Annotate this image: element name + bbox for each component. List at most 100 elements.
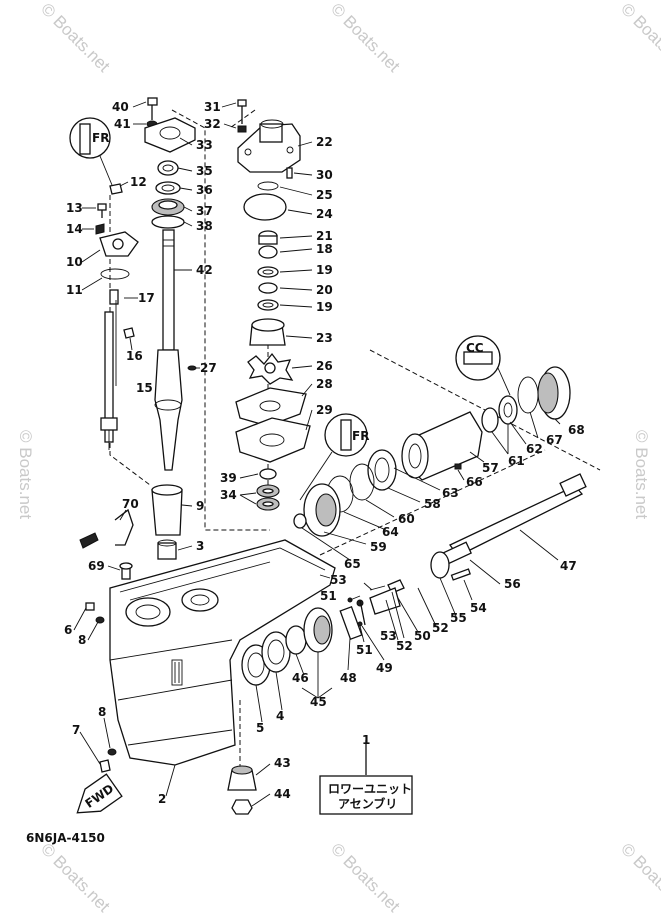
part-label-4: 4	[276, 709, 284, 723]
part-label-61: 61	[508, 454, 525, 468]
part-label-7: 7	[72, 723, 80, 737]
part-label-52b: 52	[432, 621, 449, 635]
watermark: © Boats.net	[37, 839, 114, 913]
watermark: © Boats.net	[632, 430, 651, 519]
hose-group	[79, 508, 134, 580]
part-label-60: 60	[398, 512, 415, 526]
part-label-44: 44	[274, 787, 291, 801]
part-label-19b: 19	[316, 300, 333, 314]
part-label-29: 29	[316, 403, 333, 417]
part-label-24: 24	[316, 207, 333, 221]
watermark: © Boats.net	[327, 0, 404, 76]
part-label-41: 41	[114, 117, 131, 131]
part-label-52a: 52	[396, 639, 413, 653]
propeller-shaft-group	[293, 366, 587, 640]
part-label-30: 30	[316, 168, 333, 182]
part-label-67: 67	[546, 433, 563, 447]
callout-letters: FR	[352, 429, 369, 443]
part-label-51b: 51	[356, 643, 373, 657]
part-label-16: 16	[126, 349, 143, 363]
part-label-40: 40	[112, 100, 129, 114]
part-label-34: 34	[220, 488, 237, 502]
part-label-36: 36	[196, 183, 213, 197]
part-label-47: 47	[560, 559, 577, 573]
part-label-39: 39	[220, 471, 237, 485]
part-label-63: 63	[442, 486, 459, 500]
part-label-17: 17	[138, 291, 155, 305]
part-label-37: 37	[196, 204, 213, 218]
part-label-64: 64	[382, 525, 399, 539]
part-label-22: 22	[316, 135, 333, 149]
part-label-5: 5	[256, 721, 264, 735]
part-label-13: 13	[66, 201, 83, 215]
part-label-54: 54	[470, 601, 487, 615]
part-label-21: 21	[316, 229, 333, 243]
part-label-8b: 8	[98, 705, 106, 719]
part-label-53b: 53	[380, 629, 397, 643]
water-pump-group	[235, 99, 311, 511]
part-label-58: 58	[424, 497, 441, 511]
part-label-38: 38	[196, 219, 213, 233]
part-label-14: 14	[66, 222, 83, 236]
part-label-8a: 8	[78, 633, 86, 647]
part-label-59: 59	[370, 540, 387, 554]
part-label-48: 48	[340, 671, 357, 685]
part-label-27: 27	[200, 361, 217, 375]
shift-rod-group	[95, 183, 197, 450]
part-label-2: 2	[158, 792, 166, 806]
part-label-50: 50	[414, 629, 431, 643]
part-label-45: 45	[310, 695, 327, 709]
gearcase-housing	[109, 539, 336, 766]
part-label-25: 25	[316, 188, 333, 202]
part-label-26: 26	[316, 359, 333, 373]
assembly-note: ロワーユニット アセンブリ	[319, 740, 413, 815]
part-label-11: 11	[66, 283, 83, 297]
part-label-46: 46	[292, 671, 309, 685]
part-label-35: 35	[196, 164, 213, 178]
fasteners-group	[85, 602, 117, 773]
part-label-33: 33	[196, 138, 213, 152]
assembly-note-line1: ロワーユニット	[328, 782, 412, 796]
part-label-9: 9	[196, 499, 204, 513]
upper-housing-group	[144, 97, 196, 471]
part-label-28: 28	[316, 377, 333, 391]
part-label-57: 57	[482, 461, 499, 475]
part-label-3: 3	[196, 539, 204, 553]
callout-letters: FR	[92, 131, 109, 145]
part-label-43: 43	[274, 756, 291, 770]
pinion-gear-group	[227, 607, 333, 815]
part-label-10: 10	[66, 255, 83, 269]
watermark: © Boats.net	[37, 0, 114, 76]
part-label-62: 62	[526, 442, 543, 456]
assembly-note-line2: アセンブリ	[338, 796, 397, 811]
watermark: © Boats.net	[16, 430, 35, 519]
part-label-69: 69	[88, 559, 105, 573]
callout-cc: CC	[455, 335, 511, 396]
diagram-code: 6N6JA-4150	[26, 831, 105, 845]
callout-letters: CC	[466, 341, 484, 355]
sleeve-group	[151, 484, 183, 560]
part-label-18: 18	[316, 242, 333, 256]
watermark: © Boats.net	[327, 839, 404, 913]
callout-fr-upper: FR	[69, 117, 113, 186]
part-label-6: 6	[64, 623, 72, 637]
watermark: © Boats.net	[617, 0, 661, 76]
part-label-32: 32	[204, 117, 221, 131]
callout-fr-lower: FR	[299, 413, 369, 501]
part-labels: 40 41 31 32 33 35 36 37 38 42 27 12 13 1…	[64, 100, 585, 806]
part-label-53a: 53	[330, 573, 347, 587]
part-label-55: 55	[450, 611, 467, 625]
part-label-23: 23	[316, 331, 333, 345]
part-label-49: 49	[376, 661, 393, 675]
part-label-66: 66	[466, 475, 483, 489]
part-label-1: 1	[362, 733, 370, 747]
part-label-70: 70	[122, 497, 139, 511]
part-label-19a: 19	[316, 263, 333, 277]
leader-lines	[73, 101, 561, 807]
fwd-arrow: FWD	[76, 773, 123, 814]
part-label-12: 12	[130, 175, 147, 189]
part-label-31: 31	[204, 100, 221, 114]
part-label-56: 56	[504, 577, 521, 591]
part-label-68: 68	[568, 423, 585, 437]
